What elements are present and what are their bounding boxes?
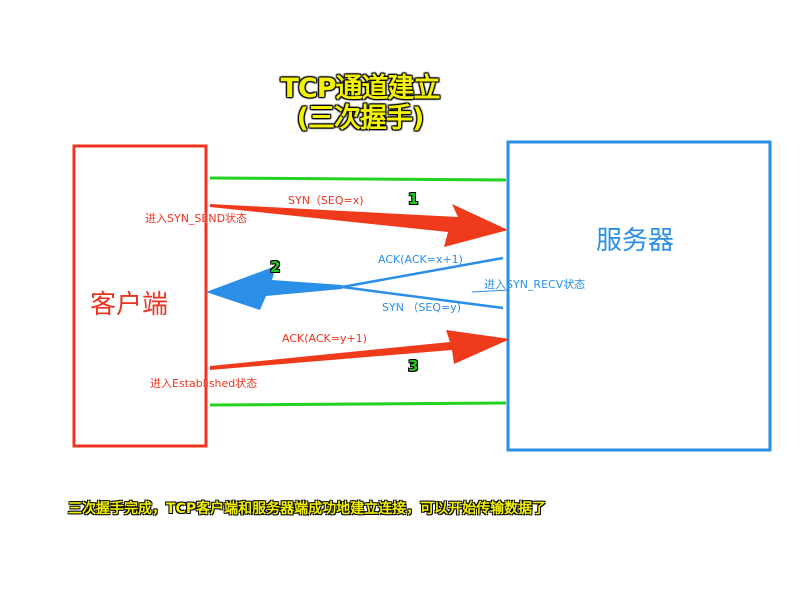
syn-y-message: SYN （SEQ=y)	[382, 301, 462, 314]
ack-y-message: ACK(ACK=y+1)	[282, 332, 367, 345]
channel-line-top	[209, 176, 507, 182]
syn-ack-arrow	[206, 256, 504, 310]
ack-message: ACK(ACK=x+1)	[378, 253, 463, 266]
step-2-number: 2	[270, 258, 281, 276]
step-3-number: 3	[408, 357, 419, 375]
channel-line-bottom	[209, 401, 507, 407]
syn-message: SYN（SEQ=x)	[288, 194, 364, 207]
client-label: 客户端	[90, 290, 169, 320]
ack-arrow	[210, 330, 510, 370]
syn-recv-state: 进入SYN_RECV状态	[484, 278, 586, 291]
diagram-subtitle: (三次握手)	[296, 103, 425, 134]
syn-arrow	[210, 204, 508, 247]
step-1-number: 1	[408, 190, 419, 208]
established-state: 进入Established状态	[150, 377, 258, 390]
server-label: 服务器	[596, 226, 675, 256]
diagram-title: TCP通道建立	[280, 73, 440, 104]
client-box	[72, 144, 208, 448]
syn-recv-pointer	[471, 289, 509, 293]
syn-send-state: 进入SYN_SEND状态	[145, 212, 248, 225]
summary-text: 三次握手完成，TCP客户端和服务器端成功地建立连接，可以开始传输数据了	[68, 501, 547, 517]
server-box	[506, 140, 772, 452]
